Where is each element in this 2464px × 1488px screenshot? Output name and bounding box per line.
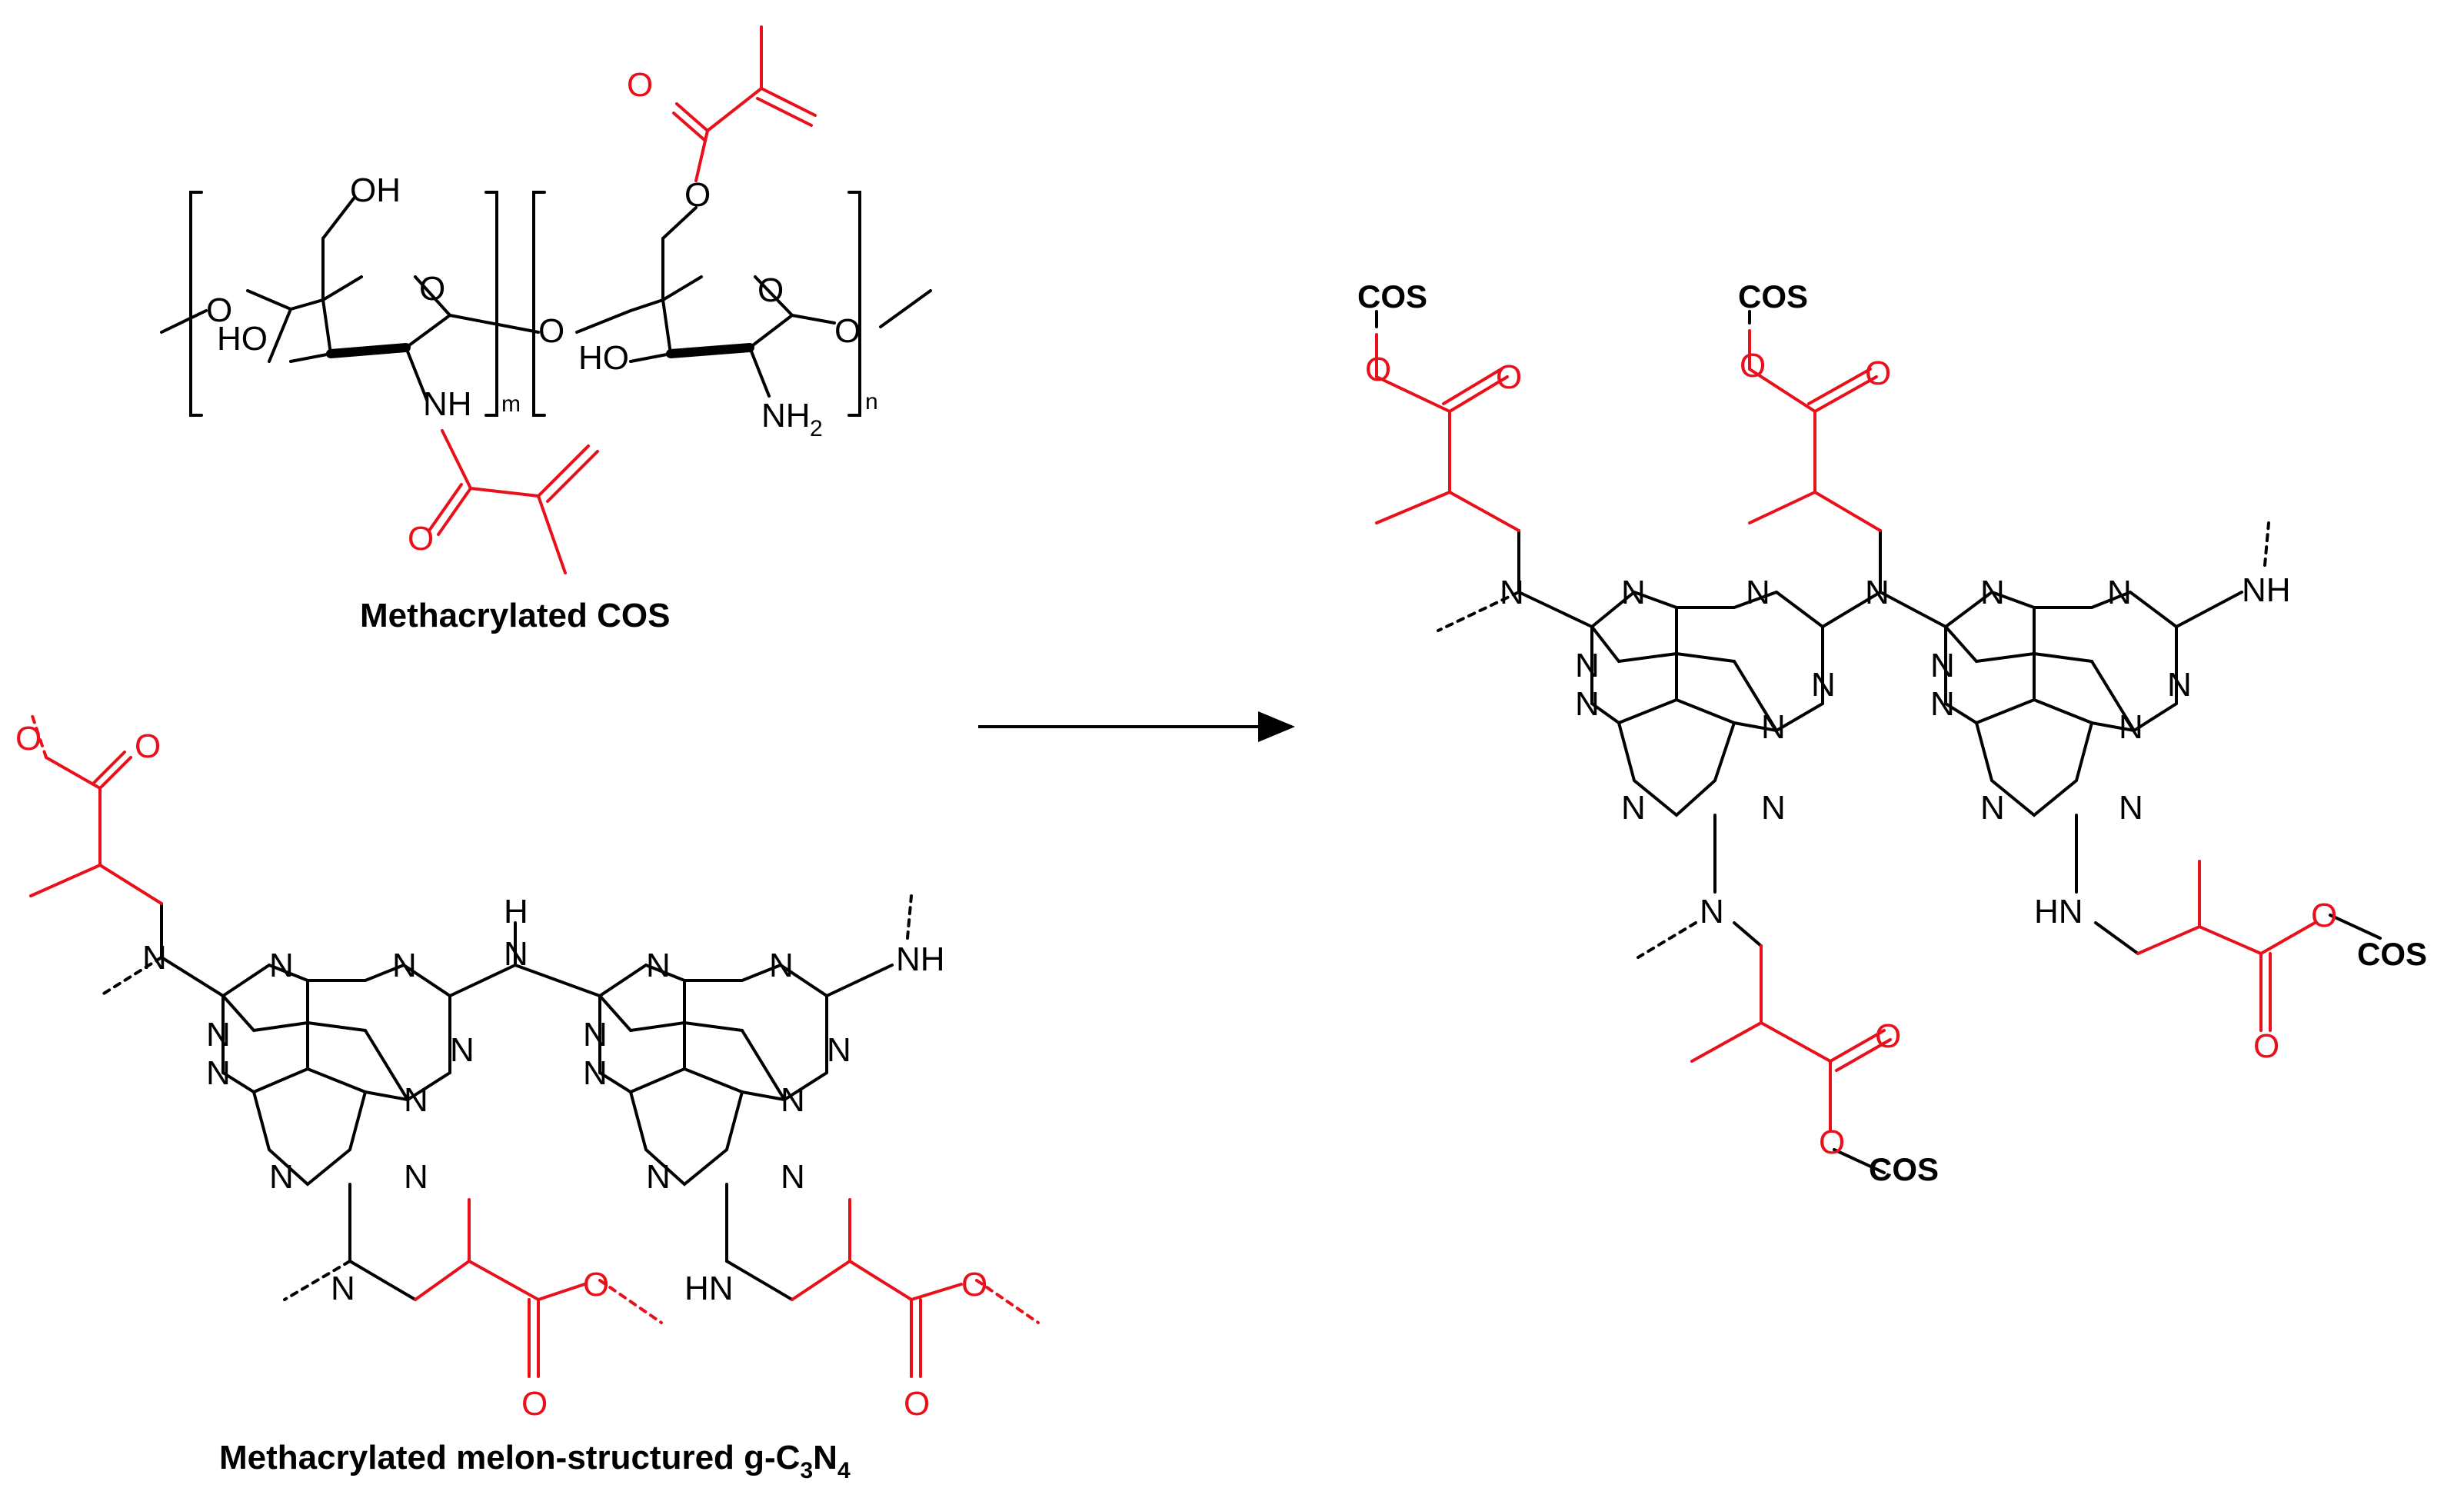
gcn-linker-h: H bbox=[504, 893, 528, 930]
prod-ester-oxygen: O bbox=[2311, 897, 2337, 934]
prod-n: N bbox=[1761, 708, 1786, 746]
gcn-n: N bbox=[583, 1054, 608, 1092]
prod-n: N bbox=[1980, 789, 2005, 827]
gcn-n: N bbox=[450, 1031, 474, 1069]
cos-amide-nh: NH bbox=[423, 385, 472, 423]
gcn-bottom-hn: HN bbox=[684, 1270, 734, 1307]
cos-chain-oxygen-left: O bbox=[206, 291, 232, 329]
cos-amine-subscript: 2 bbox=[810, 416, 823, 441]
prod-bottom-hn: HN bbox=[2034, 893, 2083, 930]
gcn-n: N bbox=[646, 947, 671, 984]
gcn-carbonyl-oxygen: O bbox=[904, 1385, 930, 1423]
gcn-n: N bbox=[206, 1016, 231, 1054]
prod-carbonyl-oxygen: O bbox=[1496, 358, 1522, 396]
prod-n: N bbox=[2107, 574, 2132, 611]
cos-label: COS bbox=[1869, 1151, 1939, 1187]
prod-ester-oxygen: O bbox=[1365, 351, 1391, 388]
bracket-n-right bbox=[847, 191, 861, 417]
bracket-m-left bbox=[189, 191, 203, 417]
gcn-methacrylate-arms bbox=[29, 710, 1040, 1378]
cos-hydroxyl-ho-1: HO bbox=[217, 320, 268, 358]
product-atom-labels: N N N N N N N N N N N N N N N N N N NH N… bbox=[1357, 278, 2427, 1187]
gcn-n: N bbox=[827, 1031, 851, 1069]
cos-label: COS bbox=[1357, 278, 1427, 315]
gcn-n: N bbox=[646, 1158, 671, 1196]
prod-carbonyl-oxygen: O bbox=[1875, 1017, 1901, 1055]
gcn-caption: Methacrylated melon-structured g-C3N4 bbox=[219, 1439, 851, 1483]
prod-n: N bbox=[1930, 647, 1955, 684]
prod-ester-oxygen: O bbox=[1819, 1123, 1845, 1161]
prod-n: N bbox=[1575, 647, 1600, 684]
repeat-label-m: m bbox=[501, 391, 521, 417]
product-cos-links bbox=[1375, 310, 2382, 1174]
gcn-atom-labels: N N N N N N N N N H N N N N N N N N N NH… bbox=[15, 720, 987, 1423]
gcn-carbonyl-oxygen: O bbox=[135, 727, 161, 765]
prod-n: N bbox=[2167, 666, 2192, 704]
methacrylated-cos-structure bbox=[160, 191, 932, 417]
cos-chain-oxygen-right: O bbox=[834, 312, 861, 350]
gcn-bottom-n: N bbox=[331, 1270, 355, 1307]
gcn-ester-oxygen: O bbox=[583, 1266, 609, 1303]
gcn-linker-n: N bbox=[504, 935, 528, 973]
prod-n: N bbox=[2119, 708, 2143, 746]
prod-n: N bbox=[1761, 789, 1786, 827]
gcn-n: N bbox=[392, 947, 417, 984]
gcn-n: N bbox=[269, 1158, 294, 1196]
prod-n: N bbox=[1575, 685, 1600, 723]
gcn-n: N bbox=[269, 947, 294, 984]
prod-ester-oxygen: O bbox=[1740, 347, 1766, 384]
gcn-n: N bbox=[781, 1081, 805, 1119]
prod-bottom-n: N bbox=[1700, 893, 1724, 930]
product-structure bbox=[1437, 521, 2270, 959]
cos-label: COS bbox=[1738, 278, 1808, 315]
cos-glycosidic-oxygen: O bbox=[538, 312, 564, 350]
prod-carbonyl-oxygen: O bbox=[2253, 1027, 2279, 1065]
prod-terminal-nh: NH bbox=[2242, 571, 2291, 609]
gcn-n: N bbox=[404, 1081, 428, 1119]
gcn-terminal-nh: NH bbox=[896, 940, 945, 978]
prod-n: N bbox=[1746, 574, 1770, 611]
gcn-n: N bbox=[404, 1158, 428, 1196]
gcn-n: N bbox=[769, 947, 794, 984]
bracket-m-right bbox=[484, 191, 498, 417]
methacrylated-cos-caption: Methacrylated COS bbox=[360, 597, 670, 634]
cos-carbonyl-oxygen-ester: O bbox=[627, 66, 653, 104]
cos-hydroxyl-ho-2: HO bbox=[578, 339, 629, 377]
prod-n: N bbox=[1500, 574, 1524, 611]
prod-n: N bbox=[1930, 685, 1955, 723]
prod-n: N bbox=[1980, 574, 2005, 611]
gcn-n: N bbox=[781, 1158, 805, 1196]
cos-ester-oxygen-top: O bbox=[684, 176, 711, 214]
cos-ring-oxygen-1: O bbox=[419, 270, 445, 308]
gcn-ester-oxygen: O bbox=[15, 720, 42, 757]
gcn-n: N bbox=[583, 1016, 608, 1054]
repeat-label-n: n bbox=[865, 389, 878, 414]
cos-methacrylate-groups bbox=[428, 25, 817, 574]
prod-n: N bbox=[1621, 789, 1646, 827]
gcn-n: N bbox=[206, 1054, 231, 1092]
cos-carbonyl-oxygen-amide: O bbox=[408, 520, 434, 558]
gcn-n: N bbox=[142, 939, 167, 977]
product-methacrylate-arms bbox=[1375, 329, 2316, 1132]
prod-n: N bbox=[1621, 574, 1646, 611]
gcn-ester-oxygen: O bbox=[961, 1266, 987, 1303]
cos-label: COS bbox=[2357, 936, 2427, 972]
prod-linker-n: N bbox=[1865, 574, 1890, 611]
gcn-carbonyl-oxygen: O bbox=[521, 1385, 548, 1423]
prod-n: N bbox=[1811, 666, 1836, 704]
cos-hydroxyl-oh: OH bbox=[350, 171, 401, 209]
gcn-structure bbox=[98, 894, 913, 1301]
prod-carbonyl-oxygen: O bbox=[1865, 355, 1891, 392]
bracket-n-left bbox=[532, 191, 546, 417]
cos-amine-nh2: NH bbox=[761, 397, 811, 434]
cos-ring-oxygen-2: O bbox=[758, 271, 784, 309]
prod-n: N bbox=[2119, 789, 2143, 827]
